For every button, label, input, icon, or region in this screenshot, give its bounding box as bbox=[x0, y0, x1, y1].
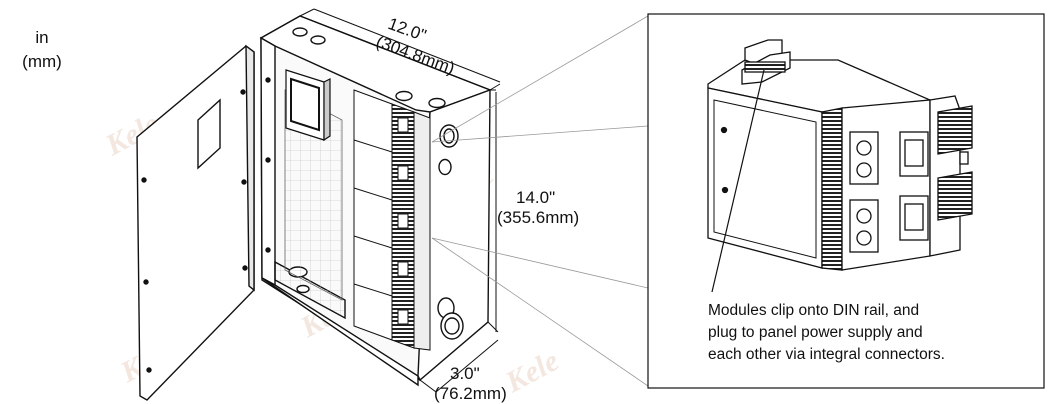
height-dimension-metric: (355.6mm) bbox=[497, 208, 580, 227]
display-module bbox=[285, 69, 331, 142]
callout-pointer bbox=[711, 69, 765, 293]
units-legend-mm: (mm) bbox=[22, 52, 62, 71]
module-closeup bbox=[707, 39, 973, 271]
module-stack bbox=[353, 89, 431, 351]
callout-text: Modules clip onto DIN rail, and plug to … bbox=[708, 300, 945, 366]
height-dimension-imperial: 14.0" bbox=[516, 188, 556, 207]
callout-line-2: plug to panel power supply and bbox=[708, 324, 923, 341]
depth-dimension-imperial: 3.0" bbox=[450, 364, 480, 383]
dimension-lines bbox=[299, 8, 501, 393]
units-legend-inches: in bbox=[35, 28, 49, 47]
callout-line-3: each other via integral connectors. bbox=[708, 346, 945, 363]
callout-line-1: Modules clip onto DIN rail, and bbox=[708, 302, 920, 319]
enclosure-door bbox=[136, 44, 255, 401]
zoom-leader-lines bbox=[431, 15, 649, 387]
depth-dimension-metric: (76.2mm) bbox=[434, 384, 507, 403]
